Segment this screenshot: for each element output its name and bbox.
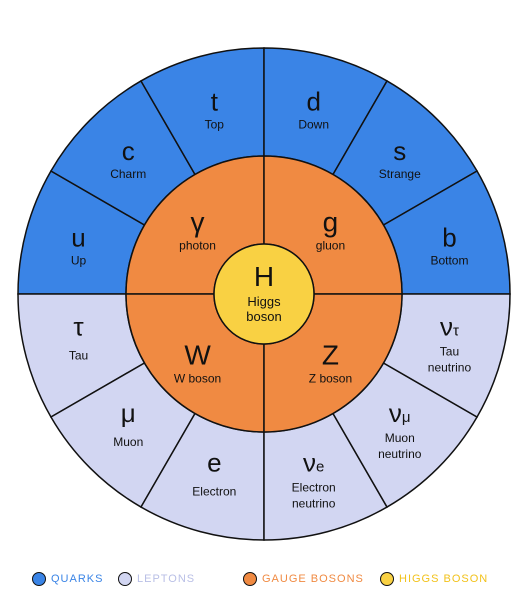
lepton-name-line2: neutrino xyxy=(378,447,422,461)
quark-name: Down xyxy=(298,118,329,132)
lepton-name: Electron xyxy=(192,484,236,498)
quark-symbol: s xyxy=(393,136,406,166)
lepton-subscript: e xyxy=(316,458,324,475)
quarks-swatch-icon xyxy=(32,572,46,586)
lepton-subscript: μ xyxy=(402,409,411,426)
gauge-boson-name: photon xyxy=(179,239,216,253)
legend-item-leptons: LEPTONS xyxy=(118,566,195,592)
lepton-symbol: μ xyxy=(121,398,136,428)
quark-symbol: t xyxy=(211,87,219,117)
higgs-name-line1: Higgs xyxy=(247,294,281,309)
quark-symbol: d xyxy=(306,87,320,117)
legend-label-leptons: LEPTONS xyxy=(137,573,196,585)
quark-name: Up xyxy=(71,253,87,267)
lepton-name: Muon xyxy=(113,435,143,449)
lepton-name-line2: neutrino xyxy=(292,496,336,510)
legend-item-higgs-boson: HIGGS BOSON xyxy=(380,566,488,592)
gauge-boson-symbol: γ xyxy=(191,207,205,238)
legend: QUARKS LEPTONS GAUGE BOSONS HIGGS BOSON xyxy=(0,566,532,592)
higgs-name-line2: boson xyxy=(246,309,281,324)
legend-label-gauge-bosons: GAUGE BOSONS xyxy=(262,573,364,585)
quark-symbol: c xyxy=(122,136,135,166)
gauge-boson-name: Z boson xyxy=(309,371,352,385)
gauge-boson-symbol: g xyxy=(323,207,339,238)
lepton-name-line1: Tau xyxy=(440,345,459,359)
gauge-boson-symbol: Z xyxy=(322,339,339,370)
quark-name: Charm xyxy=(110,167,146,181)
quark-symbol: b xyxy=(442,222,456,252)
lepton-subscript: τ xyxy=(453,323,459,340)
quark-symbol: u xyxy=(71,222,85,252)
quark-name: Top xyxy=(205,118,225,132)
lepton-name-line1: Electron xyxy=(292,480,336,494)
gauge-boson-name: gluon xyxy=(316,239,345,253)
gauge-bosons-swatch-icon xyxy=(243,572,257,586)
gauge-boson-name: W boson xyxy=(174,371,221,385)
lepton-symbol: e xyxy=(207,447,221,477)
higgs-boson-circle xyxy=(213,243,315,345)
legend-label-higgs-boson: HIGGS BOSON xyxy=(399,573,489,585)
leptons-swatch-icon xyxy=(118,572,132,586)
lepton-name: Tau xyxy=(69,349,88,363)
legend-label-quarks: QUARKS xyxy=(51,573,104,585)
gauge-boson-symbol: W xyxy=(184,339,211,370)
legend-item-quarks: QUARKS xyxy=(32,566,103,592)
lepton-name-line1: Muon xyxy=(385,431,415,445)
higgs-symbol: H xyxy=(254,261,274,292)
lepton-symbol: τ xyxy=(73,312,84,342)
higgs-boson-swatch-icon xyxy=(380,572,394,586)
lepton-name-line2: neutrino xyxy=(428,361,472,375)
legend-item-gauge-bosons: GAUGE BOSONS xyxy=(243,566,364,592)
quark-name: Bottom xyxy=(430,253,468,267)
quark-name: Strange xyxy=(379,167,421,181)
